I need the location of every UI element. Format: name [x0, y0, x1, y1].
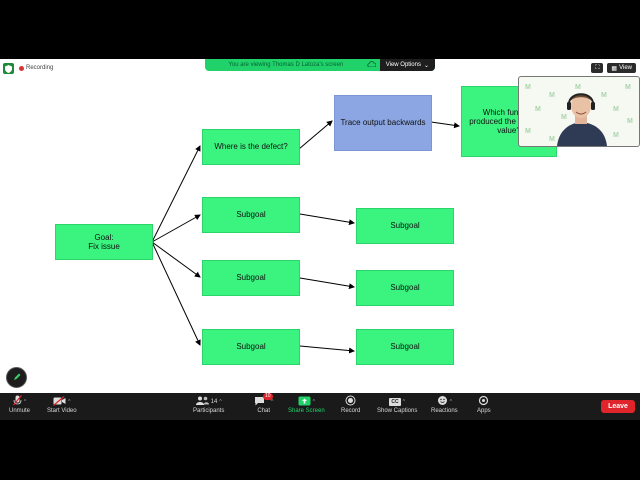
unmute-button[interactable]: ^ Unmute — [9, 395, 30, 414]
chevron-up-icon[interactable]: ^ — [68, 398, 71, 405]
svg-text:M: M — [549, 136, 555, 143]
fullscreen-icon: ⛶ — [595, 64, 600, 71]
chat-unread-badge: 10 — [263, 393, 273, 400]
record-button[interactable]: Record — [341, 395, 360, 414]
pen-icon — [12, 369, 22, 387]
edge-subgoal3 — [299, 345, 355, 354]
view-options-label: View Options — [385, 62, 421, 68]
chevron-up-icon[interactable]: ^ — [449, 398, 453, 405]
chevron-up-icon[interactable]: ^ — [271, 398, 274, 405]
edge-subgoal1 — [299, 213, 355, 226]
svg-text:M: M — [535, 106, 541, 113]
svg-text:M: M — [627, 118, 633, 125]
share-screen-button[interactable]: ^ Share Screen — [288, 395, 325, 414]
chevron-up-icon[interactable]: ^ — [312, 398, 316, 405]
edge-goal-subgoal1 — [151, 214, 201, 243]
reactions-button[interactable]: ^ Reactions — [431, 395, 458, 414]
chat-button[interactable]: 10^ Chat — [254, 393, 274, 414]
video-off-icon — [53, 395, 66, 408]
participants-icon — [195, 396, 209, 407]
svg-text:M: M — [525, 84, 531, 91]
annotate-pen-button[interactable] — [6, 367, 27, 388]
security-shield-icon[interactable] — [3, 63, 14, 74]
recording-label: Recording — [26, 65, 54, 71]
node-subgoal-1b: Subgoal — [356, 208, 454, 244]
svg-text:M: M — [575, 84, 581, 91]
show-captions-label: Show Captions — [377, 408, 418, 414]
recording-indicator: Recording — [19, 65, 53, 71]
view-options-button[interactable]: View Options ⌄ — [379, 59, 435, 71]
record-label: Record — [341, 408, 361, 414]
svg-text:M: M — [613, 132, 619, 139]
share-screen-label: Share Screen — [288, 408, 325, 414]
edge-goal-where — [151, 145, 201, 243]
apps-button[interactable]: Apps — [477, 395, 491, 414]
node-trace-output: Trace output backwards — [334, 95, 432, 151]
edge-goal-subgoal2 — [151, 241, 201, 278]
grid-icon: ▦ — [611, 65, 618, 72]
apps-label: Apps — [477, 408, 491, 414]
node-subgoal-3b: Subgoal — [356, 329, 454, 365]
cloud-icon — [367, 61, 377, 69]
chevron-up-icon[interactable]: ^ — [402, 398, 405, 405]
fullscreen-button[interactable]: ⛶ — [591, 63, 604, 73]
meeting-toolbar: ^ Unmute ^ Start Video 14^ Participants … — [0, 393, 640, 420]
view-button[interactable]: ▦ View — [607, 63, 636, 73]
recording-dot-icon — [19, 65, 24, 71]
view-label: View — [619, 65, 632, 71]
microphone-muted-icon — [12, 395, 22, 408]
node-subgoal-1: Subgoal — [202, 197, 300, 233]
svg-text:M: M — [561, 114, 567, 121]
edge-subgoal2 — [299, 277, 355, 290]
start-video-button[interactable]: ^ Start Video — [47, 395, 77, 414]
reactions-label: Reactions — [431, 408, 458, 414]
node-subgoal-2: Subgoal — [202, 260, 300, 296]
participants-button[interactable]: 14^ Participants — [193, 395, 224, 414]
show-captions-button[interactable]: CC^ Show Captions — [377, 395, 417, 414]
edge-where-trace — [298, 120, 333, 150]
top-right-controls: ⛶ ▦ View — [591, 63, 636, 73]
participants-label: Participants — [193, 408, 225, 414]
node-where-defect: Where is the defect? — [202, 129, 300, 165]
svg-text:M: M — [549, 92, 555, 99]
reactions-smiley-icon — [437, 395, 448, 408]
chevron-up-icon[interactable]: ^ — [219, 398, 222, 405]
start-video-label: Start Video — [47, 408, 77, 414]
apps-icon — [478, 395, 489, 408]
record-icon — [345, 395, 356, 408]
chat-label: Chat — [257, 408, 271, 414]
node-goal: Goal: Fix issue — [55, 224, 153, 260]
chevron-up-icon[interactable]: ^ — [23, 398, 27, 405]
participant-person — [557, 93, 607, 146]
svg-text:M: M — [613, 106, 619, 113]
captions-icon: CC — [389, 397, 401, 406]
participants-count: 14 — [210, 398, 218, 405]
node-subgoal-3: Subgoal — [202, 329, 300, 365]
svg-text:M: M — [601, 92, 607, 99]
unmute-label: Unmute — [9, 408, 31, 414]
share-screen-icon — [298, 396, 311, 408]
chevron-down-icon: ⌄ — [423, 62, 429, 69]
chat-icon — [254, 396, 265, 408]
share-banner-message: You are viewing Thomas D Latoza's screen — [228, 62, 344, 68]
share-banner: You are viewing Thomas D Latoza's screen… — [205, 59, 435, 71]
edge-goal-subgoal3 — [151, 241, 201, 346]
node-subgoal-2b: Subgoal — [356, 270, 454, 306]
svg-text:M: M — [525, 128, 531, 135]
leave-button[interactable]: Leave — [601, 400, 635, 413]
svg-text:M: M — [625, 84, 631, 91]
edge-trace-which — [430, 121, 460, 129]
